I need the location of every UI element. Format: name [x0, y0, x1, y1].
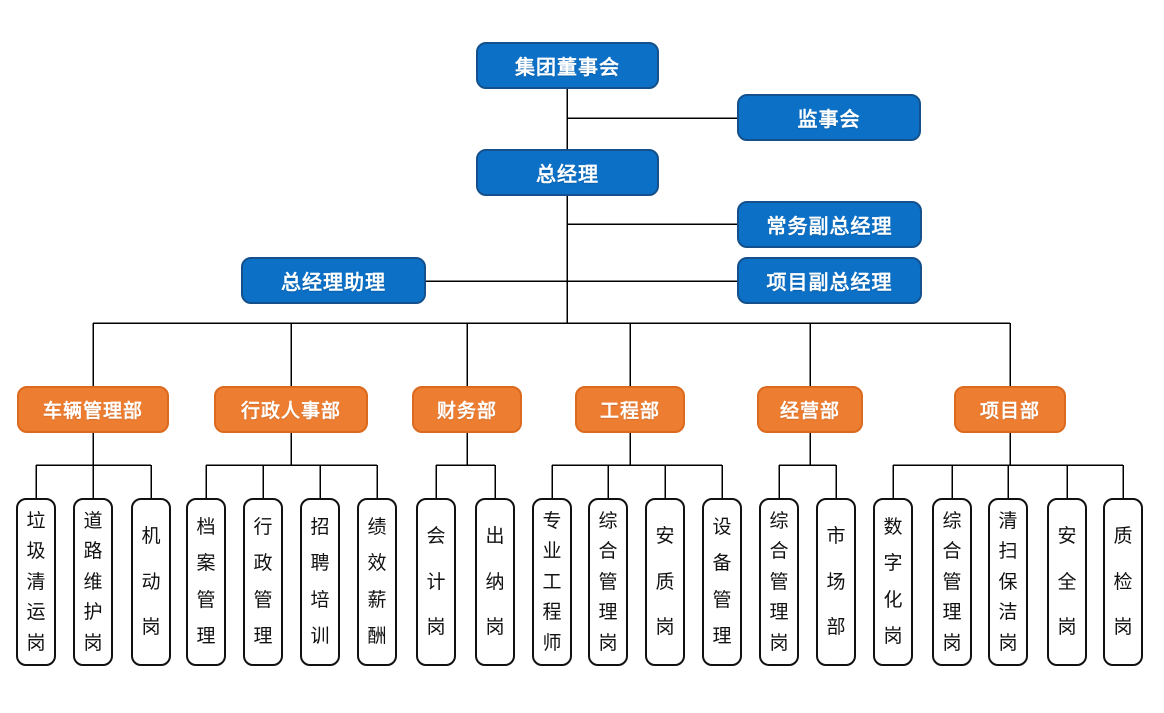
- node-executive-deputy-gm: 常务副总经理: [737, 201, 922, 248]
- node-dept-admin-hr: 行政人事部: [214, 386, 368, 433]
- node-post-recruitment-training: 招聘培训: [300, 498, 340, 666]
- node-dept-vehicle-management: 车辆管理部: [17, 386, 169, 433]
- post-label: 综合管理岗: [942, 510, 962, 654]
- node-post-safety-quality: 安质岗: [645, 498, 685, 666]
- node-post-accounting: 会计岗: [416, 498, 456, 666]
- post-label: 市场部: [826, 525, 846, 639]
- post-connectors-project: [892, 433, 1124, 498]
- post-label: 质检岗: [1113, 525, 1133, 639]
- node-post-archives-management: 档案管理: [186, 498, 226, 666]
- node-post-digitalization: 数字化岗: [873, 498, 913, 666]
- node-general-manager: 总经理: [476, 149, 659, 196]
- node-post-road-maintenance: 道路维护岗: [73, 498, 113, 666]
- post-label: 档案管理: [196, 516, 216, 648]
- post-label: 出纳岗: [485, 525, 505, 639]
- node-board: 集团董事会: [476, 42, 659, 89]
- post-label: 设备管理: [712, 516, 732, 648]
- node-post-garbage-removal: 垃圾清运岗: [16, 498, 56, 666]
- node-post-general-management-proj: 综合管理岗: [932, 498, 972, 666]
- executive-connectors: [426, 89, 737, 323]
- node-post-performance-pay: 绩效薪酬: [357, 498, 397, 666]
- node-dept-finance: 财务部: [412, 386, 522, 433]
- node-supervisory-board: 监事会: [737, 94, 921, 141]
- node-post-cashier: 出纳岗: [475, 498, 515, 666]
- node-post-professional-engineer: 专业工程师: [532, 498, 572, 666]
- node-post-market: 市场部: [816, 498, 856, 666]
- post-label: 行政管理: [253, 516, 273, 648]
- node-dept-project: 项目部: [954, 386, 1066, 433]
- node-dept-operations: 经营部: [757, 386, 863, 433]
- post-label: 机动岗: [141, 525, 161, 639]
- post-label: 专业工程师: [542, 510, 562, 654]
- post-label: 清扫保洁岗: [998, 510, 1018, 654]
- post-label: 安全岗: [1057, 525, 1077, 639]
- node-post-quality-inspection: 质检岗: [1103, 498, 1143, 666]
- node-gm-assistant: 总经理助理: [241, 257, 426, 304]
- node-post-sweeping-cleaning: 清扫保洁岗: [988, 498, 1028, 666]
- post-connectors-finance: [435, 433, 496, 498]
- post-label: 道路维护岗: [83, 510, 103, 654]
- post-connectors-engineering: [551, 433, 723, 498]
- node-project-deputy-gm: 项目副总经理: [737, 257, 922, 304]
- post-label: 安质岗: [655, 525, 675, 639]
- post-label: 综合管理岗: [598, 510, 618, 654]
- node-post-safety: 安全岗: [1047, 498, 1087, 666]
- node-post-admin-management: 行政管理: [243, 498, 283, 666]
- post-connectors-vehicle-management: [35, 433, 152, 498]
- post-label: 会计岗: [426, 525, 446, 639]
- post-label: 垃圾清运岗: [26, 510, 46, 654]
- node-post-general-management-eng: 综合管理岗: [588, 498, 628, 666]
- post-connectors-admin-hr: [205, 433, 378, 498]
- post-label: 招聘培训: [310, 516, 330, 648]
- post-label: 绩效薪酬: [367, 516, 387, 648]
- node-post-equipment-management: 设备管理: [702, 498, 742, 666]
- post-connectors-operations: [778, 433, 837, 498]
- post-label: 综合管理岗: [769, 510, 789, 654]
- node-dept-engineering: 工程部: [575, 386, 685, 433]
- post-label: 数字化岗: [883, 516, 903, 648]
- department-bus: [92, 322, 1011, 386]
- node-post-general-management-ops: 综合管理岗: [759, 498, 799, 666]
- node-post-mobile: 机动岗: [131, 498, 171, 666]
